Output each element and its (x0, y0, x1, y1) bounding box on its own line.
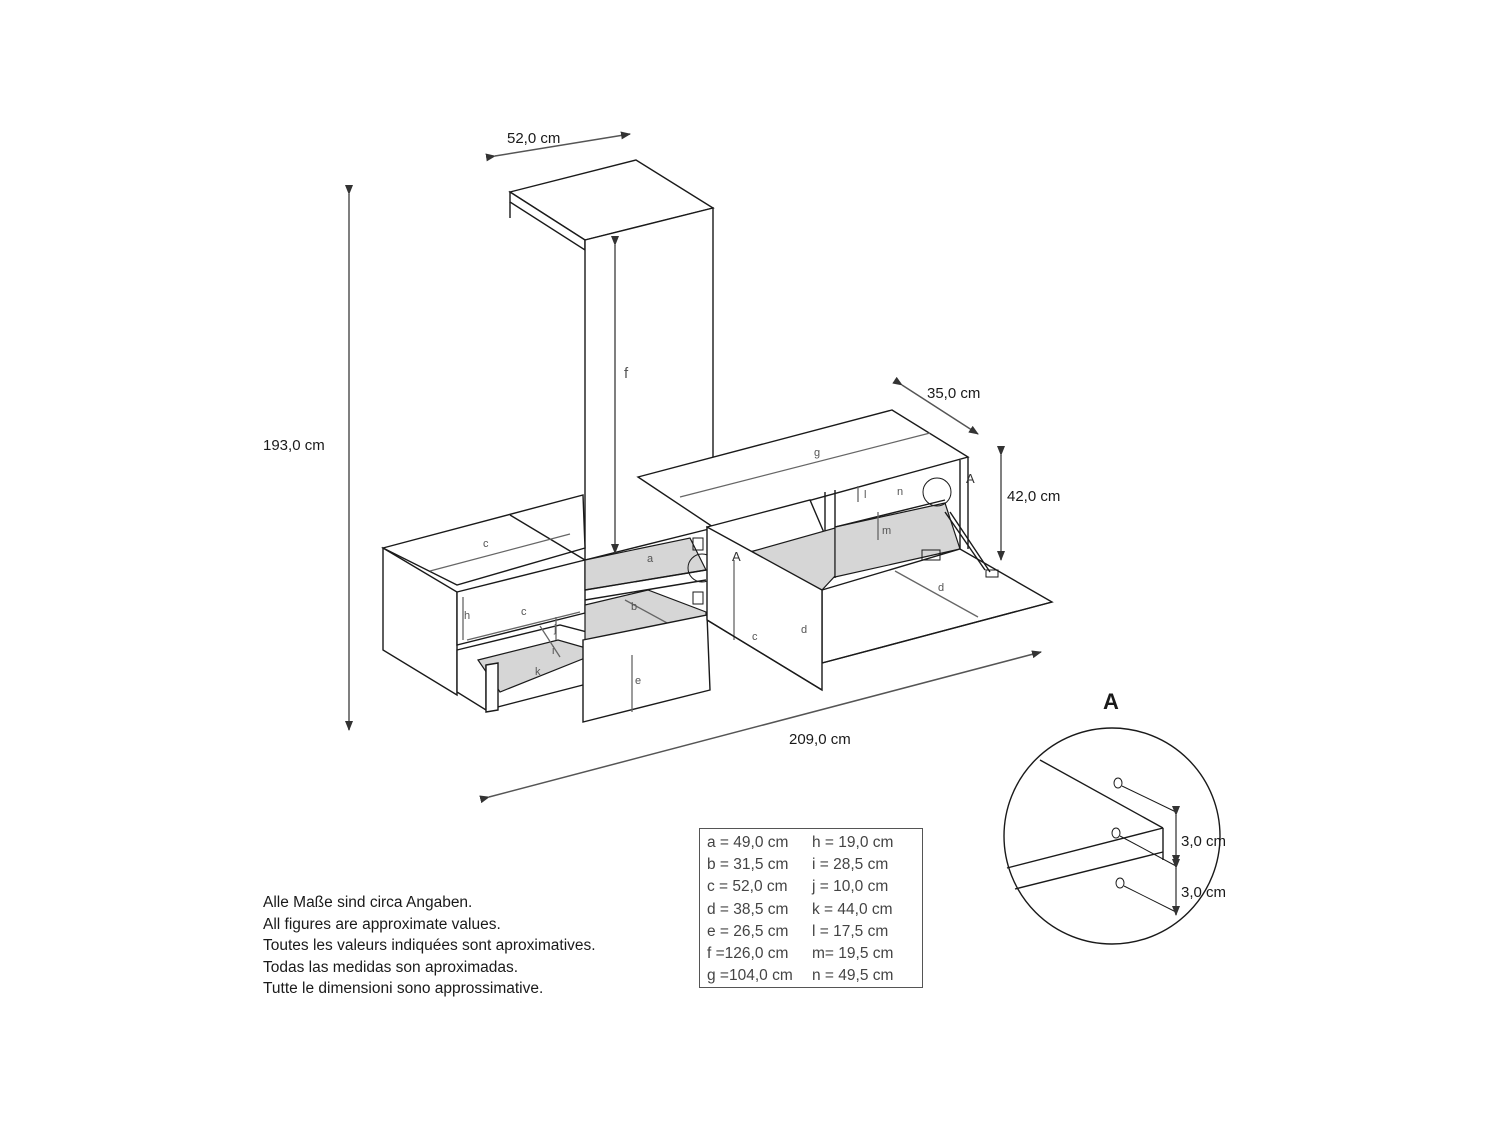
side-depth-label: 35,0 cm (927, 385, 980, 402)
legend-row: g =104,0 cm n = 49,5 cm (707, 965, 916, 987)
legend-cell: m= 19,5 cm (812, 944, 894, 962)
legend-row: f =126,0 cm m= 19,5 cm (707, 943, 916, 965)
part-label-d-side: d (801, 624, 807, 636)
note-english: All figures are approximate values. (263, 915, 501, 933)
note-spanish: Todas las medidas son aproximadas. (263, 958, 519, 976)
part-label-g: g (814, 447, 820, 459)
legend-cell: e = 26,5 cm (707, 922, 789, 940)
flap-hardware (921, 477, 999, 578)
top-depth-label: 52,0 cm (507, 130, 560, 147)
legend-cell: i = 28,5 cm (812, 856, 889, 874)
drawer (456, 617, 613, 713)
legend-cell: b = 31,5 cm (707, 856, 789, 874)
part-label-i: i (552, 645, 554, 657)
part-label-m: m (882, 525, 891, 537)
part-label-a: a (647, 553, 654, 565)
legend-row: b = 31,5 cm i = 28,5 cm (707, 854, 916, 876)
legend-cell: a = 49,0 cm (707, 834, 789, 851)
legend-row: a = 49,0 cm h = 19,0 cm (707, 832, 916, 854)
legend-cell: l = 17,5 cm (812, 922, 889, 940)
part-label-k: k (535, 666, 541, 678)
detail-marker-middle: A (732, 549, 741, 564)
legend-cell: j = 10,0 cm (812, 878, 889, 896)
total-width-label: 209,0 cm (789, 731, 851, 748)
legend-cell: n = 49,5 cm (812, 967, 894, 985)
approximate-values-notes: Alle Maße sind circa Angaben. All figure… (263, 892, 596, 1000)
legend-row: d = 38,5 cm k = 44,0 cm (707, 899, 916, 921)
part-label-h: h (464, 610, 470, 622)
part-label-l: l (864, 489, 866, 501)
part-label-c-top: c (483, 538, 489, 550)
note-german: Alle Maße sind circa Angaben. (263, 894, 473, 911)
total-width-dimension (479, 650, 1042, 804)
dimension-legend: a = 49,0 cm h = 19,0 cm b = 31,5 cm i = 28… (699, 828, 923, 988)
side-depth-dimension (892, 376, 979, 435)
part-label-f: f (624, 365, 629, 382)
total-height-label: 193,0 cm (263, 437, 325, 454)
legend-cell: f =126,0 cm (707, 944, 789, 962)
legend-cell: k = 44,0 cm (812, 900, 893, 918)
note-french: Toutes les valeurs indiquées sont aproxi… (263, 937, 596, 954)
side-height-label: 42,0 cm (1007, 488, 1060, 505)
part-label-j: j (553, 623, 556, 635)
legend-cell: g =104,0 cm (707, 967, 793, 985)
legend-cell: h = 19,0 cm (812, 834, 894, 851)
note-italian: Tutte le dimensioni sono approssimative. (263, 980, 544, 997)
part-label-c-front: c (521, 606, 527, 618)
part-label-c-door: c (752, 631, 758, 643)
detail-title: A (1103, 689, 1119, 714)
detail-marker-right: A (966, 471, 975, 486)
detail-upper-label: 3,0 cm (1181, 833, 1226, 850)
legend-cell: c = 52,0 cm (707, 878, 788, 896)
legend-row: e = 26,5 cm l = 17,5 cm (707, 921, 916, 943)
legend-cell: d = 38,5 cm (707, 900, 789, 918)
legend-row: c = 52,0 cm j = 10,0 cm (707, 876, 916, 898)
part-label-e: e (635, 675, 641, 687)
part-label-n: n (897, 486, 903, 498)
left-cabinet (381, 494, 586, 697)
middle-compartment (582, 537, 711, 723)
part-label-d-flap: d (938, 582, 944, 594)
part-label-b: b (631, 601, 637, 613)
detail-circle (1003, 727, 1221, 945)
detail-lower-label: 3,0 cm (1181, 884, 1226, 901)
top-depth-dimension (485, 131, 631, 162)
